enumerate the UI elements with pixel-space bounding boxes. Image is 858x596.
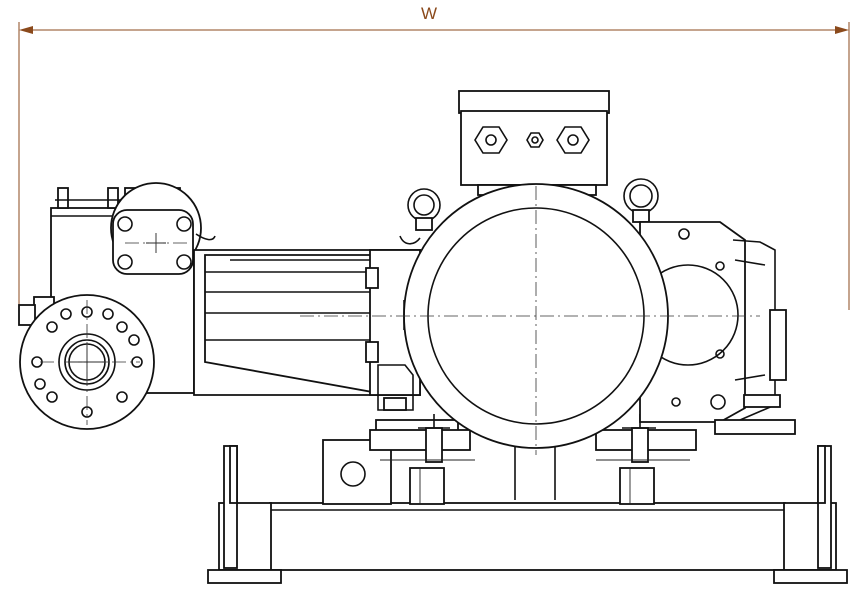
cable-gland-left-icon — [474, 126, 508, 154]
inlet-flange — [110, 182, 216, 275]
center-lines — [40, 186, 760, 455]
cable-gland-right-icon — [556, 126, 590, 154]
left-pedestal — [322, 414, 475, 505]
lifting-eye-left — [407, 188, 441, 231]
lifting-eye-right — [623, 178, 659, 223]
coupling-housing — [193, 235, 421, 411]
terminal-box — [458, 90, 610, 196]
ground-screw-icon — [526, 132, 544, 148]
motor-fan-cover — [637, 221, 796, 435]
base-frame — [207, 445, 848, 584]
width-dimension-line — [18, 22, 850, 310]
width-dimension-label: W — [420, 4, 438, 23]
